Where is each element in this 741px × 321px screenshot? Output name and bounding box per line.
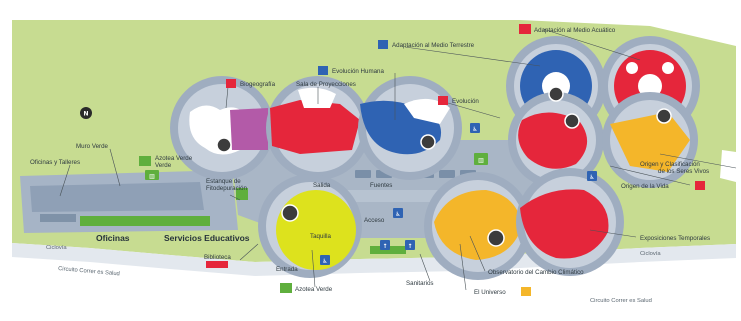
label-adaptacion-acuatico: Adaptación al Medio Acuático bbox=[534, 27, 616, 34]
dome-biogeografia bbox=[170, 76, 274, 180]
aquatic-icon bbox=[519, 24, 531, 34]
label-adaptacion-terrestre: Adaptación al Medio Terrestre bbox=[392, 42, 475, 49]
label-circuito-left: Circuito Correr es Salud bbox=[58, 266, 120, 277]
label-sanitarios: Sanitarios bbox=[406, 280, 434, 287]
biblioteca-badge bbox=[206, 261, 228, 268]
label-exposiciones-temporales: Exposiciones Temporales bbox=[640, 235, 710, 242]
label-origen-vida: Origen de la Vida bbox=[621, 183, 669, 190]
dome-taquilla bbox=[258, 174, 362, 278]
restroom-icon bbox=[474, 153, 488, 165]
svg-text:♿: ♿ bbox=[322, 258, 327, 265]
office-building bbox=[20, 170, 238, 233]
label-oficinas-talleres: Oficinas y Talleres bbox=[30, 159, 80, 166]
svg-text:↑: ↑ bbox=[382, 243, 387, 250]
label-ciclovia-right: Ciclovía bbox=[640, 251, 661, 257]
svg-text:♿: ♿ bbox=[472, 126, 477, 133]
label-acceso: Acceso bbox=[364, 217, 385, 224]
exit-icon bbox=[380, 240, 390, 250]
biogeografia-photo bbox=[216, 137, 232, 153]
accessible-icon bbox=[470, 123, 480, 133]
label-oficinas: Oficinas bbox=[96, 233, 130, 243]
taquilla-photo bbox=[281, 204, 299, 222]
origin-icon bbox=[695, 181, 705, 190]
dome-el-universo bbox=[424, 172, 532, 280]
label-origen-clasificacion-1: Origen y Clasificación bbox=[640, 161, 700, 168]
green-roof-icon bbox=[139, 156, 151, 166]
green-roof-icon-bottom bbox=[280, 283, 292, 293]
biogeography-icon bbox=[226, 79, 236, 88]
label-evolucion-humana: Evolución Humana bbox=[332, 68, 384, 75]
evolucion-humana-photo bbox=[420, 134, 436, 150]
road bbox=[12, 243, 736, 276]
label-circuito-right: Circuito Correr es Salud bbox=[590, 298, 652, 304]
estanque-marker bbox=[236, 188, 248, 200]
label-biblioteca: Biblioteca bbox=[204, 254, 231, 261]
origen-photo bbox=[656, 108, 672, 124]
label-el-universo: El Universo bbox=[474, 289, 506, 296]
label-observatorio: Observatorio del Cambio Climático bbox=[488, 269, 584, 276]
label-salida: Salida bbox=[313, 182, 331, 189]
terrestrial-icon bbox=[378, 40, 388, 49]
label-servicios-educativos: Servicios Educativos bbox=[164, 233, 250, 243]
evolution-icon bbox=[438, 96, 448, 105]
label-biogeografia: Biogeografía bbox=[240, 81, 276, 88]
universo-photo bbox=[487, 229, 505, 247]
label-origen-clasificacion-2: de los Seres Vivos bbox=[658, 168, 709, 175]
svg-text:▥: ▥ bbox=[478, 157, 484, 164]
accessible-icon-2 bbox=[393, 208, 403, 218]
dome-sala-proyecciones bbox=[266, 76, 370, 180]
dome-exposiciones-temporales bbox=[516, 168, 624, 276]
label-azotea-verde-bottom: Azotea Verde bbox=[295, 286, 333, 293]
label-evolucion: Evolución bbox=[452, 98, 479, 105]
label-muro-verde: Muro Verde bbox=[76, 143, 109, 150]
restroom-icon-2 bbox=[145, 170, 159, 180]
label-taquilla: Taquilla bbox=[310, 233, 332, 240]
svg-text:N: N bbox=[83, 111, 88, 118]
svg-text:▥: ▥ bbox=[149, 173, 155, 180]
evolucion-photo bbox=[564, 113, 580, 129]
label-entrada: Entrada bbox=[276, 266, 298, 273]
label-azotea-verde-top: Azotea Verde bbox=[155, 155, 193, 162]
svg-text:♿: ♿ bbox=[395, 211, 400, 218]
label-ciclovia-left: Ciclovía bbox=[46, 245, 67, 251]
dome-evolucion-humana bbox=[358, 76, 462, 180]
terrestre-photo bbox=[548, 86, 564, 102]
human-evolution-icon bbox=[318, 66, 328, 75]
information-icon bbox=[80, 107, 92, 119]
svg-text:♿: ♿ bbox=[589, 174, 594, 181]
label-estanque-1: Estanque de bbox=[206, 178, 241, 185]
accessible-icon-3 bbox=[587, 171, 597, 181]
accessible-icon-4 bbox=[320, 255, 330, 265]
exit-icon-2 bbox=[405, 240, 415, 250]
label-estanque-2: Fitodepuración bbox=[206, 185, 247, 192]
universe-icon bbox=[521, 287, 531, 296]
label-fuentes: Fuentes bbox=[370, 182, 392, 189]
svg-text:↑: ↑ bbox=[407, 243, 412, 250]
label-azotea-verde-top-2: Verde bbox=[155, 162, 172, 169]
label-sala-proyecciones: Sala de Proyecciones bbox=[296, 81, 356, 88]
